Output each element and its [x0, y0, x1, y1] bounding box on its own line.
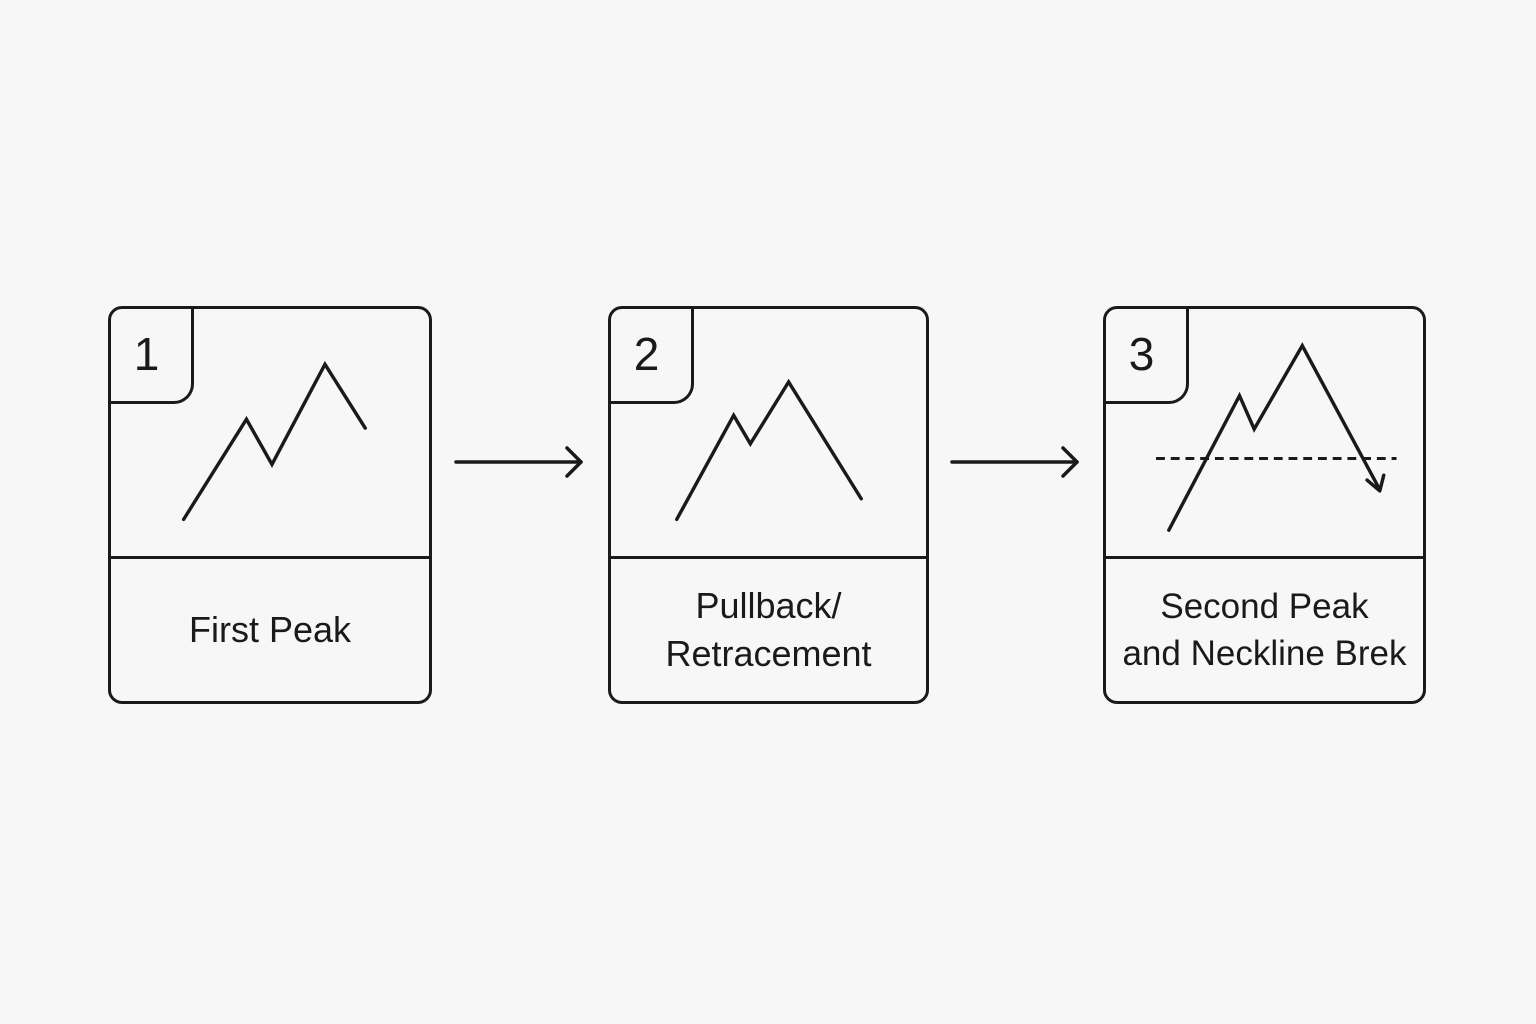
step-card-3: 3 Second Peak and Neckline Brek: [1103, 306, 1426, 704]
step-1-label: First Peak: [188, 609, 352, 650]
step-2-label-text: Pullback/ Retracement: [665, 585, 872, 674]
breakdown-arrowhead-icon: [1365, 473, 1386, 493]
step-3-chart-area: 3: [1106, 309, 1423, 559]
first-peak-line: [181, 360, 367, 522]
right-arrow-icon: [950, 446, 1079, 478]
second-peak-line: [1167, 342, 1381, 532]
step-card-1: 1 First Peak: [108, 306, 432, 704]
step-3-label: Second Peak and Neckline Brek: [1106, 559, 1423, 701]
step-2-label: Pullback/ Retracement: [611, 559, 926, 701]
step-1-chart-area: 1: [111, 309, 429, 559]
step-2-chart-area: 2: [611, 309, 926, 559]
step-3-number: 3: [1106, 309, 1189, 404]
step-card-2: 2 Pullback/ Retracement: [608, 306, 929, 704]
step-3-chart-icon: [1156, 342, 1397, 532]
pullback-line: [675, 378, 863, 522]
step-2-chart-icon: [675, 378, 863, 522]
right-arrow-icon: [454, 446, 583, 478]
step-1-number: 1: [111, 309, 194, 404]
step-3-label-text: Second Peak and Neckline Brek: [1122, 587, 1407, 673]
step-2-number: 2: [611, 309, 694, 404]
step-1-chart-icon: [181, 360, 367, 522]
